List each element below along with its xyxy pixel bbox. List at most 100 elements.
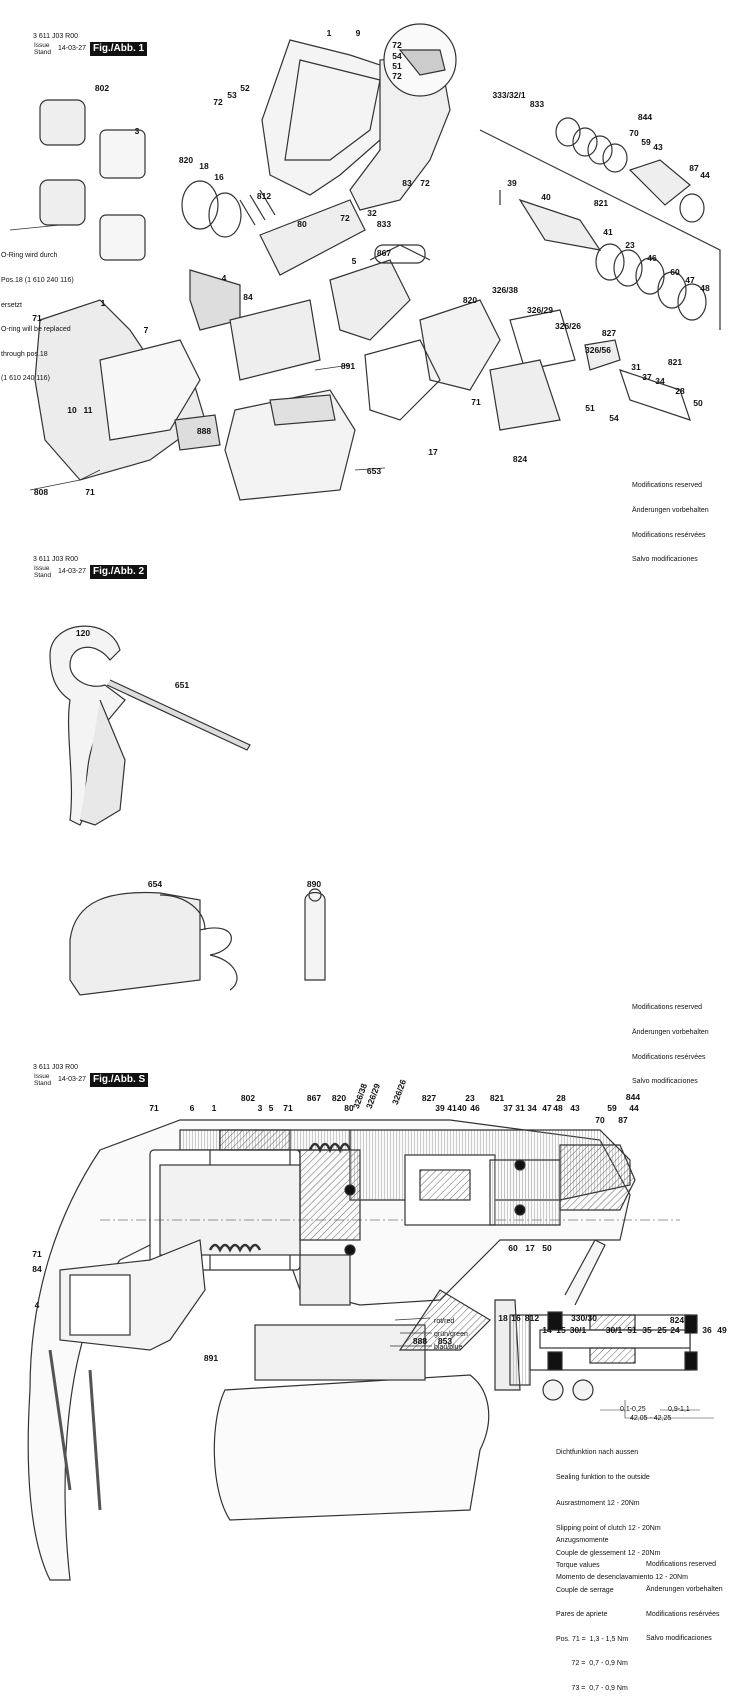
clutch-note: Ausrastmoment 12 - 20Nm Slipping point o…	[556, 1484, 688, 1591]
part-number-label: 23	[625, 240, 635, 250]
torque-note: Anzugsmomente Torque values Couple de se…	[556, 1521, 628, 1701]
part-number-label: 833	[376, 219, 392, 229]
issue-label: Issue	[34, 42, 50, 49]
part-number-label: 821	[489, 1093, 505, 1103]
part-number-label: 9	[355, 28, 361, 38]
part-number-label: 3	[257, 1103, 263, 1113]
part-number-label: 32	[367, 208, 377, 218]
part-number-label: 333/32/1	[492, 90, 526, 100]
note-line: (1 610 240 116)	[1, 375, 50, 383]
part-number-label: 46	[647, 253, 657, 263]
housing-shell-drawing	[261, 23, 457, 211]
part-number-label: 824	[669, 1315, 685, 1325]
stand-label: Stand	[34, 1080, 51, 1087]
part-number-label: 5	[351, 256, 357, 266]
fig2-drawing	[49, 625, 326, 996]
dimension-gap-2: 0,9-1,1	[668, 1406, 690, 1413]
part-number-label: 39	[507, 178, 517, 188]
part-number-label: 808	[33, 487, 49, 497]
part-number-label: 47	[685, 275, 695, 285]
part-number-label: 71	[283, 1103, 293, 1113]
part-number-label: 43	[570, 1103, 580, 1113]
part-number-label: 827	[601, 328, 617, 338]
figS-title: Fig./Abb. S	[90, 1073, 149, 1087]
note-line: Modifications resérvées	[632, 531, 706, 539]
doc-code: 3 611 J03 R00	[33, 33, 79, 40]
part-number-label: 28	[675, 386, 685, 396]
part-number-label: 52	[240, 83, 250, 93]
part-number-label: 4	[221, 273, 227, 283]
issue-date: 14-03-27	[58, 1076, 87, 1083]
part-number-label: 72	[420, 178, 430, 188]
part-number-label: 53	[227, 90, 237, 100]
part-number-label: 867	[376, 248, 392, 258]
oring-note: O-Ring wird durch Pos.18 (1 610 240 116)…	[1, 236, 74, 392]
note-line: Anzugsmomente	[556, 1537, 609, 1545]
part-number-label: 48	[553, 1103, 563, 1113]
note-line: Modifications reserved	[632, 1004, 703, 1012]
part-number-label: 820	[462, 295, 478, 305]
part-number-label: 40	[457, 1103, 467, 1113]
doc-code: 3 611 J03 R00	[33, 556, 79, 563]
part-number-label: 72	[213, 97, 223, 107]
dimension-length: 42,05 - 42,25	[630, 1415, 672, 1422]
part-number-label: 31	[515, 1103, 525, 1113]
sealing-note: Dichtfunktion nach aussen Sealing funkti…	[556, 1433, 650, 1490]
note-line: Modifications resérvées	[632, 1053, 706, 1061]
part-number-label: 71	[471, 397, 481, 407]
part-number-label: 5	[268, 1103, 274, 1113]
part-number-label: 654	[147, 879, 163, 889]
part-number-label: 80	[344, 1103, 354, 1113]
part-number-label: 80	[297, 219, 307, 229]
grease-tube-drawing	[304, 888, 326, 981]
part-number-label: 47	[542, 1103, 552, 1113]
part-number-label: 820	[178, 155, 194, 165]
part-number-label: 23	[465, 1093, 475, 1103]
part-number-label: 34	[655, 376, 665, 386]
part-number-label: 71	[149, 1103, 159, 1113]
part-number-label: 54	[609, 413, 619, 423]
dimension-gap: 0,1-0,25	[620, 1406, 646, 1413]
part-number-label: 25	[657, 1325, 667, 1335]
fig1-exploded-drawing	[9, 23, 721, 501]
note-line: Änderungen vorbehalten	[632, 507, 709, 515]
part-number-label: 87	[618, 1115, 628, 1125]
part-number-label: 30/1	[569, 1325, 587, 1335]
fig1-modifications-note: Modifications reserved Änderungen vorbeh…	[632, 466, 709, 573]
part-number-label: 40	[541, 192, 551, 202]
note-line: 72 = 0,7 - 0,9 Nm	[556, 1660, 628, 1668]
part-number-label: 16	[214, 172, 224, 182]
depth-stop-rod	[106, 679, 251, 751]
part-number-label: 46	[470, 1103, 480, 1113]
fig2-title: Fig./Abb. 2	[90, 565, 148, 579]
issue-label: Issue	[34, 565, 50, 572]
stand-label: Stand	[34, 572, 51, 579]
part-number-label: 812	[524, 1313, 540, 1323]
part-number-label: 83	[402, 178, 412, 188]
note-line: Slipping point of clutch 12 - 20Nm	[556, 1525, 661, 1533]
note-line: Dichtfunktion nach aussen	[556, 1449, 639, 1457]
issue-label: Issue	[34, 1073, 50, 1080]
part-number-label: 824	[512, 454, 528, 464]
part-number-label: 60	[508, 1243, 518, 1253]
part-number-label: 31	[631, 362, 641, 372]
part-number-label: 51	[585, 403, 595, 413]
part-number-label: 853	[437, 1336, 453, 1346]
note-line: O-Ring wird durch	[1, 252, 58, 260]
part-number-label: 820	[331, 1093, 347, 1103]
part-number-label: 60	[670, 267, 680, 277]
note-line: Änderungen vorbehalten	[632, 1029, 709, 1037]
part-number-label: 70	[595, 1115, 605, 1125]
note-line: Salvo modificaciones	[646, 1635, 712, 1643]
note-line: Pos.18 (1 610 240 116)	[1, 277, 74, 285]
part-number-label: 844	[625, 1092, 641, 1102]
part-number-label: 71	[32, 313, 42, 323]
note-line: Modifications reserved	[646, 1561, 717, 1569]
note-line: Couple de serrage	[556, 1586, 614, 1594]
part-number-label: 49	[717, 1325, 727, 1335]
part-number-label: 50	[693, 398, 703, 408]
part-number-label: 14	[542, 1325, 552, 1335]
part-number-label: 17	[525, 1243, 535, 1253]
note-line: Pos. 71 = 1,3 - 1,5 Nm	[556, 1635, 629, 1643]
part-number-label: 51	[627, 1325, 637, 1335]
